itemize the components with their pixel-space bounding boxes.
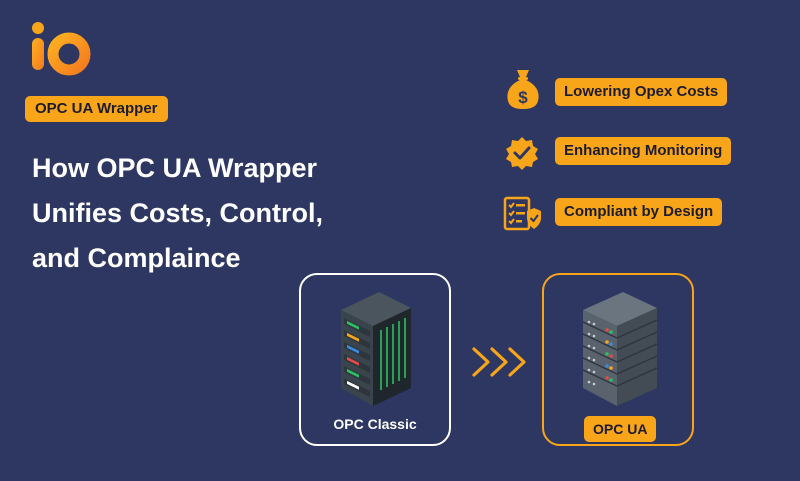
server-rack-icon	[582, 292, 658, 406]
opc-classic-card	[299, 273, 451, 446]
feature-lowering-opex-costs: Lowering Opex Costs	[555, 78, 728, 106]
checklist-shield-icon	[503, 196, 541, 231]
opc-ua-card	[542, 273, 694, 446]
svg-text:$: $	[518, 88, 528, 107]
triple-chevron-right-icon	[472, 347, 526, 377]
verified-badge-icon	[506, 137, 538, 170]
title-line-1: How OPC UA Wrapper	[32, 153, 318, 183]
title-line-3: and Complaince	[32, 243, 241, 273]
title-line-2: Unifies Costs, Control,	[32, 198, 324, 228]
server-rack-icon	[341, 292, 411, 406]
money-bag-icon: $	[507, 70, 539, 109]
io-logo-icon	[32, 22, 91, 76]
opc-classic-label: OPC Classic	[333, 416, 417, 432]
topic-tag: OPC UA Wrapper	[25, 96, 168, 122]
page-title: How OPC UA Wrapper Unifies Costs, Contro…	[32, 146, 412, 281]
feature-compliant-by-design: Compliant by Design	[555, 198, 723, 226]
feature-enhancing-monitoring: Enhancing Monitoring	[555, 137, 732, 165]
opc-ua-label: OPC UA	[584, 416, 657, 442]
